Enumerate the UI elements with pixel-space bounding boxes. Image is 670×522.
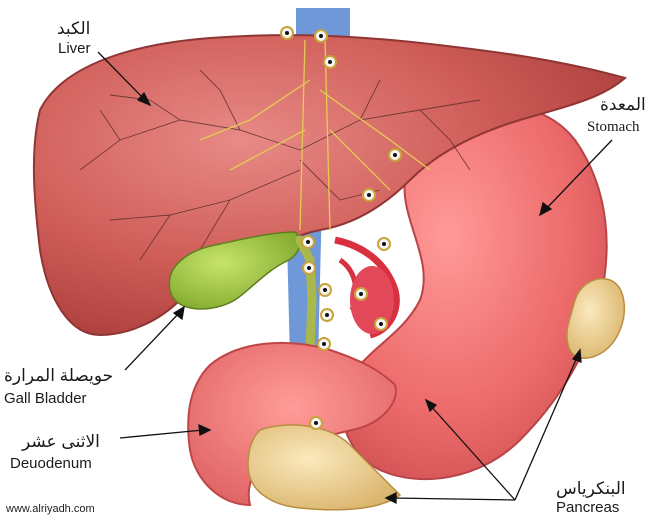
label-liver-ar: الكبد <box>57 19 91 38</box>
label-stomach-ar: المعدة <box>600 95 646 114</box>
label-duodenum-ar: الاثنى عشر <box>22 432 100 451</box>
liver-veins <box>79 69 481 261</box>
label-gall-bladder-ar: حويصلة المرارة <box>4 366 114 385</box>
pancreas-head <box>247 424 402 511</box>
nerve-lines <box>199 39 431 231</box>
watermark: www.alriyadh.com <box>6 503 95 515</box>
label-pancreas-ar: البنكرياس <box>556 479 626 498</box>
label-liver-en: Liver <box>58 40 91 57</box>
leader-lines <box>97 51 613 505</box>
node-markers <box>280 26 402 430</box>
label-pancreas-en: Pancreas <box>556 499 620 516</box>
label-gall-bladder-en: Gall Bladder <box>4 390 87 407</box>
label-duodenum-en: Deuodenum <box>10 455 92 472</box>
stomach <box>340 104 608 481</box>
pancreas-tail <box>566 278 626 359</box>
label-stomach-en: Stomach <box>587 119 640 135</box>
